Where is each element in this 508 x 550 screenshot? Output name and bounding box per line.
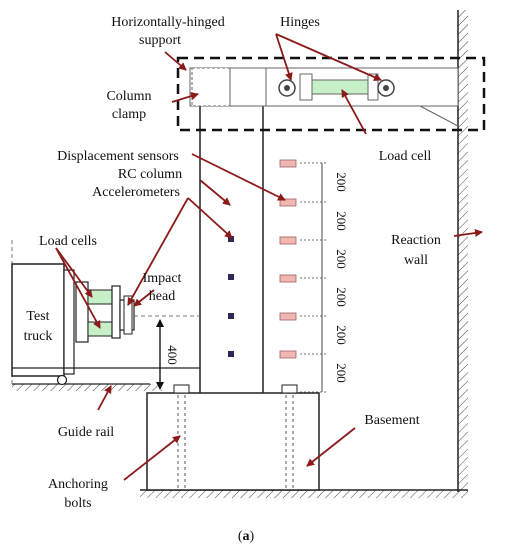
- impact-height-label: 400: [165, 345, 180, 365]
- label-load-cells: Load cells: [39, 234, 97, 249]
- label-column-clamp-2: clamp: [112, 107, 146, 122]
- label-rc-column: RC column: [118, 167, 182, 182]
- test-truck: [11, 240, 200, 386]
- accelerometers: [228, 236, 234, 357]
- label-accelerometers: Accelerometers: [92, 185, 180, 200]
- label-anchoring-bolts-1: Anchoring: [48, 477, 108, 492]
- label-hinges: Hinges: [280, 15, 320, 30]
- label-displacement-sensors: Displacement sensors: [57, 149, 179, 164]
- label-reaction-wall-1: Reaction: [391, 233, 441, 248]
- hinge-right: [377, 79, 395, 97]
- callout-arrows: [55, 33, 483, 481]
- label-reaction-wall-2: wall: [404, 253, 428, 268]
- reaction-wall: [457, 10, 468, 492]
- label-column-clamp-1: Column: [106, 89, 151, 104]
- rc-column: [199, 95, 264, 393]
- spacing-label-1: 200: [334, 172, 349, 192]
- spacing-label-4: 200: [334, 287, 349, 307]
- label-impact-head-2: head: [149, 289, 175, 304]
- spacing-label-3: 200: [334, 249, 349, 269]
- label-impact-head-1: Impact: [143, 271, 182, 286]
- label-guide-rail: Guide rail: [58, 425, 114, 440]
- spacing-label-2: 200: [334, 211, 349, 231]
- impact-assembly: [75, 281, 200, 343]
- label-hinged-support-2: support: [139, 33, 181, 48]
- label-anchoring-bolts-2: bolts: [64, 496, 91, 511]
- label-basement: Basement: [364, 413, 419, 428]
- label-load-cell-top: Load cell: [379, 149, 432, 164]
- displacement-sensors: [279, 159, 297, 359]
- spacing-label-6: 200: [334, 363, 349, 383]
- label-hinged-support-1: Horizontally-hinged: [111, 15, 225, 30]
- anchor-bolt-heads: [173, 384, 298, 394]
- top-support-assembly: [189, 67, 459, 127]
- figure-caption: (a): [238, 529, 255, 544]
- spacing-label-5: 200: [334, 325, 349, 345]
- label-test-truck-2: truck: [24, 329, 53, 344]
- hinge-left: [278, 79, 296, 97]
- sensor-dimension-chain: [300, 162, 326, 393]
- label-test-truck-1: Test: [26, 309, 49, 324]
- sensor-spacing-labels: 200 200 200 200 200 200: [334, 172, 349, 383]
